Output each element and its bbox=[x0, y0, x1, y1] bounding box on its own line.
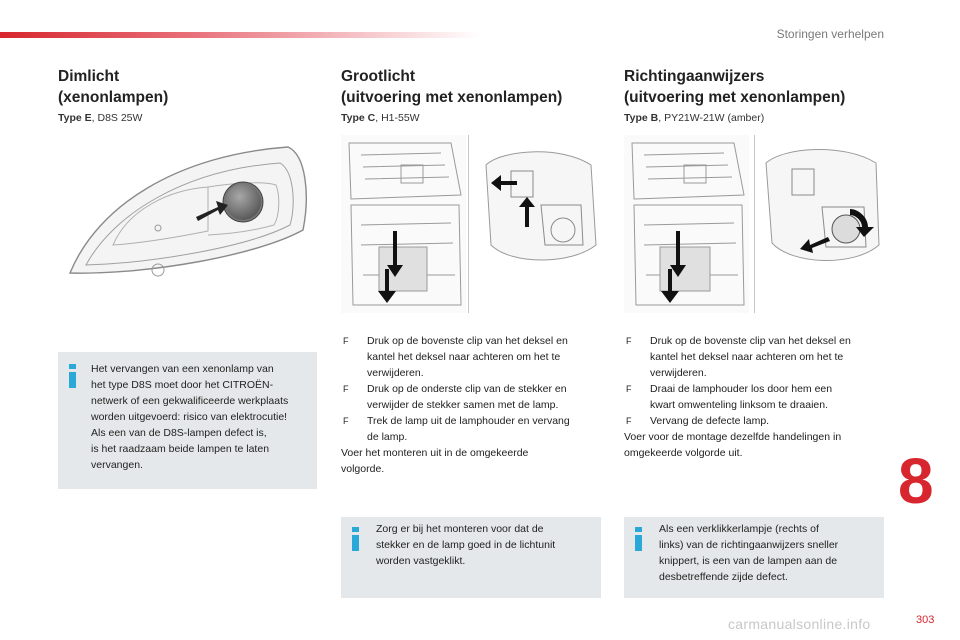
bullet-marker: F bbox=[626, 336, 632, 346]
headlamp-drawing bbox=[68, 146, 307, 277]
info-text: Zorg er bij het monteren voor dat de ste… bbox=[376, 521, 598, 569]
instruction-line: Druk op de bovenste clip van het deksel … bbox=[650, 335, 851, 347]
info-line: Als een van de D8S-lampen defect is, bbox=[91, 427, 267, 439]
info-line: is het raadzaam beide lampen te laten bbox=[91, 443, 270, 455]
instruction-line: Trek de lamp uit de lamphouder en vervan… bbox=[367, 415, 570, 427]
info-line: worden uitgevoerd: risico van elektrocut… bbox=[91, 411, 288, 423]
bullet-marker: F bbox=[343, 384, 349, 394]
type-label: Type B bbox=[624, 112, 659, 124]
instruction-item: F Druk op de bovenste clip van het dekse… bbox=[341, 333, 611, 381]
instruction-line: Vervang de defecte lamp. bbox=[650, 415, 770, 427]
instruction-paragraph: Voer voor de montage dezelfde handelinge… bbox=[624, 429, 899, 461]
column-1-title-line1: Dimlicht bbox=[58, 68, 120, 85]
watermark: carmanualsonline.info bbox=[728, 616, 871, 632]
instruction-line: verwijder de stekker samen met de lamp. bbox=[367, 399, 559, 411]
column-1-title-line2: (xenonlampen) bbox=[58, 89, 169, 106]
instruction-item: F Trek de lamp uit de lamphouder en verv… bbox=[341, 413, 611, 445]
info-line: het type D8S moet door het CITROËN- bbox=[91, 379, 274, 391]
column-1-type: Type E, D8S 25W bbox=[58, 112, 142, 124]
instruction-line: verwijderen. bbox=[650, 367, 707, 379]
column-3-title: Richtingaanwijzers (uitvoering met xenon… bbox=[624, 66, 845, 108]
page-number: 303 bbox=[916, 614, 935, 626]
instruction-item: F Vervang de defecte lamp. bbox=[624, 413, 899, 429]
type-value: , PY21W-21W (amber) bbox=[658, 112, 765, 124]
column-1-title: Dimlicht (xenonlampen) bbox=[58, 66, 168, 108]
column-2-title-line2: (uitvoering met xenonlampen) bbox=[341, 89, 563, 106]
info-line: Zorg er bij het monteren voor dat de bbox=[376, 523, 544, 535]
info-icon bbox=[635, 527, 642, 551]
bullet-marker: F bbox=[343, 336, 349, 346]
info-line: desbetreffende zijde defect. bbox=[659, 571, 788, 583]
column-3-title-line2: (uitvoering met xenonlampen) bbox=[624, 89, 846, 106]
paragraph-line: volgorde. bbox=[341, 463, 385, 475]
column-2-type: Type C, H1-55W bbox=[341, 112, 420, 124]
instruction-paragraph: Voer het monteren uit in de omgekeerde v… bbox=[341, 445, 611, 477]
instruction-line: kwart omwenteling linksom te draaien. bbox=[650, 399, 828, 411]
instruction-line: verwijderen. bbox=[367, 367, 424, 379]
indicator-illustration bbox=[624, 135, 886, 313]
headlamp-illustration bbox=[58, 135, 318, 310]
column-3-instructions: F Druk op de bovenste clip van het dekse… bbox=[624, 333, 899, 461]
instruction-line: de lamp. bbox=[367, 431, 408, 443]
info-line: vervangen. bbox=[91, 459, 143, 471]
info-line: links) van de richtingaanwijzers sneller bbox=[659, 539, 839, 551]
column-2-title-line1: Grootlicht bbox=[341, 68, 416, 85]
info-text: Als een verklikkerlampje (rechts of link… bbox=[659, 521, 881, 585]
instruction-line: kantel het deksel naar achteren om het t… bbox=[367, 351, 561, 363]
instruction-item: F Druk op de bovenste clip van het dekse… bbox=[624, 333, 899, 381]
info-text: Het vervangen van een xenonlamp van het … bbox=[91, 361, 313, 473]
high-beam-drawing bbox=[341, 135, 597, 313]
info-line: Het vervangen van een xenonlamp van bbox=[91, 363, 274, 375]
instruction-line: kantel het deksel naar achteren om het t… bbox=[650, 351, 844, 363]
instruction-line: Draai de lamphouder los door hem een bbox=[650, 383, 833, 395]
paragraph-line: omgekeerde volgorde uit. bbox=[624, 447, 743, 459]
instruction-item: F Draai de lamphouder los door hem een k… bbox=[624, 381, 899, 413]
info-line: worden vastgeklikt. bbox=[376, 555, 466, 567]
bullet-marker: F bbox=[626, 416, 632, 426]
instruction-item: F Druk op de onderste clip van de stekke… bbox=[341, 381, 611, 413]
type-label: Type E bbox=[58, 112, 92, 124]
column-3-title-line1: Richtingaanwijzers bbox=[624, 68, 765, 85]
info-icon bbox=[352, 527, 359, 551]
info-line: knippert, is een van de lampen aan de bbox=[659, 555, 838, 567]
high-beam-illustration bbox=[341, 135, 603, 313]
info-icon bbox=[69, 364, 76, 388]
paragraph-line: Voer het monteren uit in de omgekeerde bbox=[341, 447, 529, 459]
section-title: Storingen verhelpen bbox=[776, 27, 884, 41]
instruction-line: Druk op de onderste clip van de stekker … bbox=[367, 383, 567, 395]
column-3-type: Type B, PY21W-21W (amber) bbox=[624, 112, 764, 124]
info-box-xenon: Het vervangen van een xenonlamp van het … bbox=[58, 352, 317, 489]
info-box-indicator: Als een verklikkerlampje (rechts of link… bbox=[624, 517, 884, 598]
instruction-line: Druk op de bovenste clip van het deksel … bbox=[367, 335, 568, 347]
type-value: , D8S 25W bbox=[91, 112, 143, 124]
column-2-instructions: F Druk op de bovenste clip van het dekse… bbox=[341, 333, 611, 477]
info-line: Als een verklikkerlampje (rechts of bbox=[659, 523, 819, 535]
type-value: , H1-55W bbox=[375, 112, 420, 124]
info-line: stekker en de lamp goed in de lichtunit bbox=[376, 539, 556, 551]
info-line: netwerk of een gekwalificeerde werkplaat… bbox=[91, 395, 289, 407]
indicator-drawing bbox=[624, 135, 880, 313]
column-2-title: Grootlicht (uitvoering met xenonlampen) bbox=[341, 66, 562, 108]
bullet-marker: F bbox=[343, 416, 349, 426]
type-label: Type C bbox=[341, 112, 376, 124]
bullet-marker: F bbox=[626, 384, 632, 394]
chapter-number: 8 bbox=[898, 445, 934, 517]
info-box-mounting: Zorg er bij het monteren voor dat de ste… bbox=[341, 517, 601, 598]
header-accent-bar bbox=[0, 32, 480, 38]
paragraph-line: Voer voor de montage dezelfde handelinge… bbox=[624, 431, 842, 443]
